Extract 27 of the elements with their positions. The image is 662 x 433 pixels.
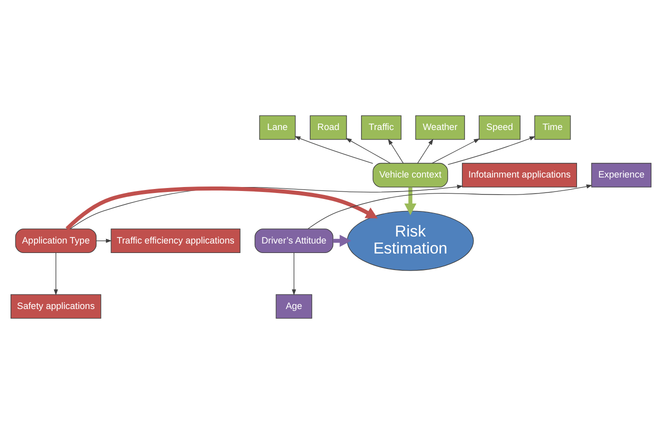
arrow <box>294 136 374 164</box>
arrow <box>417 138 434 164</box>
arrow <box>66 186 378 230</box>
node-box: Vehicle context <box>372 162 448 187</box>
arrow <box>292 252 296 295</box>
arrow <box>308 184 592 229</box>
node-box: Application Type <box>15 228 97 253</box>
node-box: Weather <box>415 114 465 140</box>
node-box: Infotainment applications <box>462 162 578 187</box>
node-box: Age <box>276 294 312 318</box>
node-box: Experience <box>591 162 652 187</box>
arrow <box>388 138 404 164</box>
node-box: Driver’s Attitude <box>254 228 334 253</box>
arrow <box>96 238 112 242</box>
node-box: Safety applications <box>10 294 102 318</box>
node-box: Speed <box>478 114 520 140</box>
node-box: Lane <box>259 114 296 140</box>
arrow <box>448 136 536 164</box>
arrow <box>54 252 58 295</box>
arrow <box>432 138 480 164</box>
node-box: Traffic efficiency applications <box>110 228 240 253</box>
arrow <box>404 186 416 215</box>
node-box: Time <box>534 114 571 140</box>
arrow <box>346 138 391 163</box>
node-ellipse: Risk Estimation <box>346 210 474 270</box>
node-box: Traffic <box>361 114 402 140</box>
node-box: Road <box>310 114 347 140</box>
